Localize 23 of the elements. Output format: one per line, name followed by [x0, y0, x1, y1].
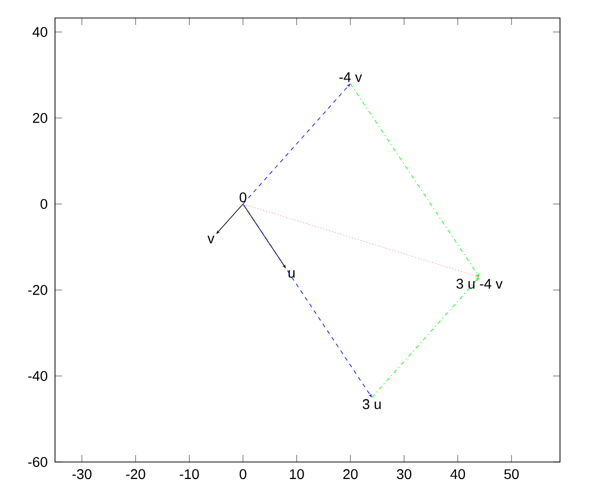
point-label: 0 — [240, 192, 246, 202]
tick-label: -20 — [126, 469, 146, 480]
tick-label: -30 — [72, 469, 92, 480]
point-label: v — [208, 236, 214, 244]
tick-label: -60 — [28, 457, 48, 467]
tick-label: 20 — [32, 113, 48, 123]
vector-arrow — [242, 84, 350, 204]
point-label: -4 v — [339, 72, 362, 82]
tick-label: 40 — [32, 27, 48, 37]
point-label: 3 u — [362, 399, 381, 410]
point-label: 3 u -4 v — [456, 278, 503, 289]
tick-label: -20 — [28, 285, 48, 295]
tick-label: 30 — [396, 469, 412, 480]
tick-label: 40 — [450, 469, 466, 480]
tick-label: 0 — [240, 469, 246, 480]
tick-label: -10 — [180, 469, 199, 480]
tick-label: -40 — [28, 371, 48, 381]
vector-arrow — [242, 204, 372, 398]
tick-label: 50 — [504, 469, 519, 480]
point-label: u — [288, 270, 295, 278]
tick-label: 0 — [40, 199, 48, 209]
tick-label: 10 — [290, 469, 304, 480]
tick-label: 20 — [343, 469, 358, 480]
